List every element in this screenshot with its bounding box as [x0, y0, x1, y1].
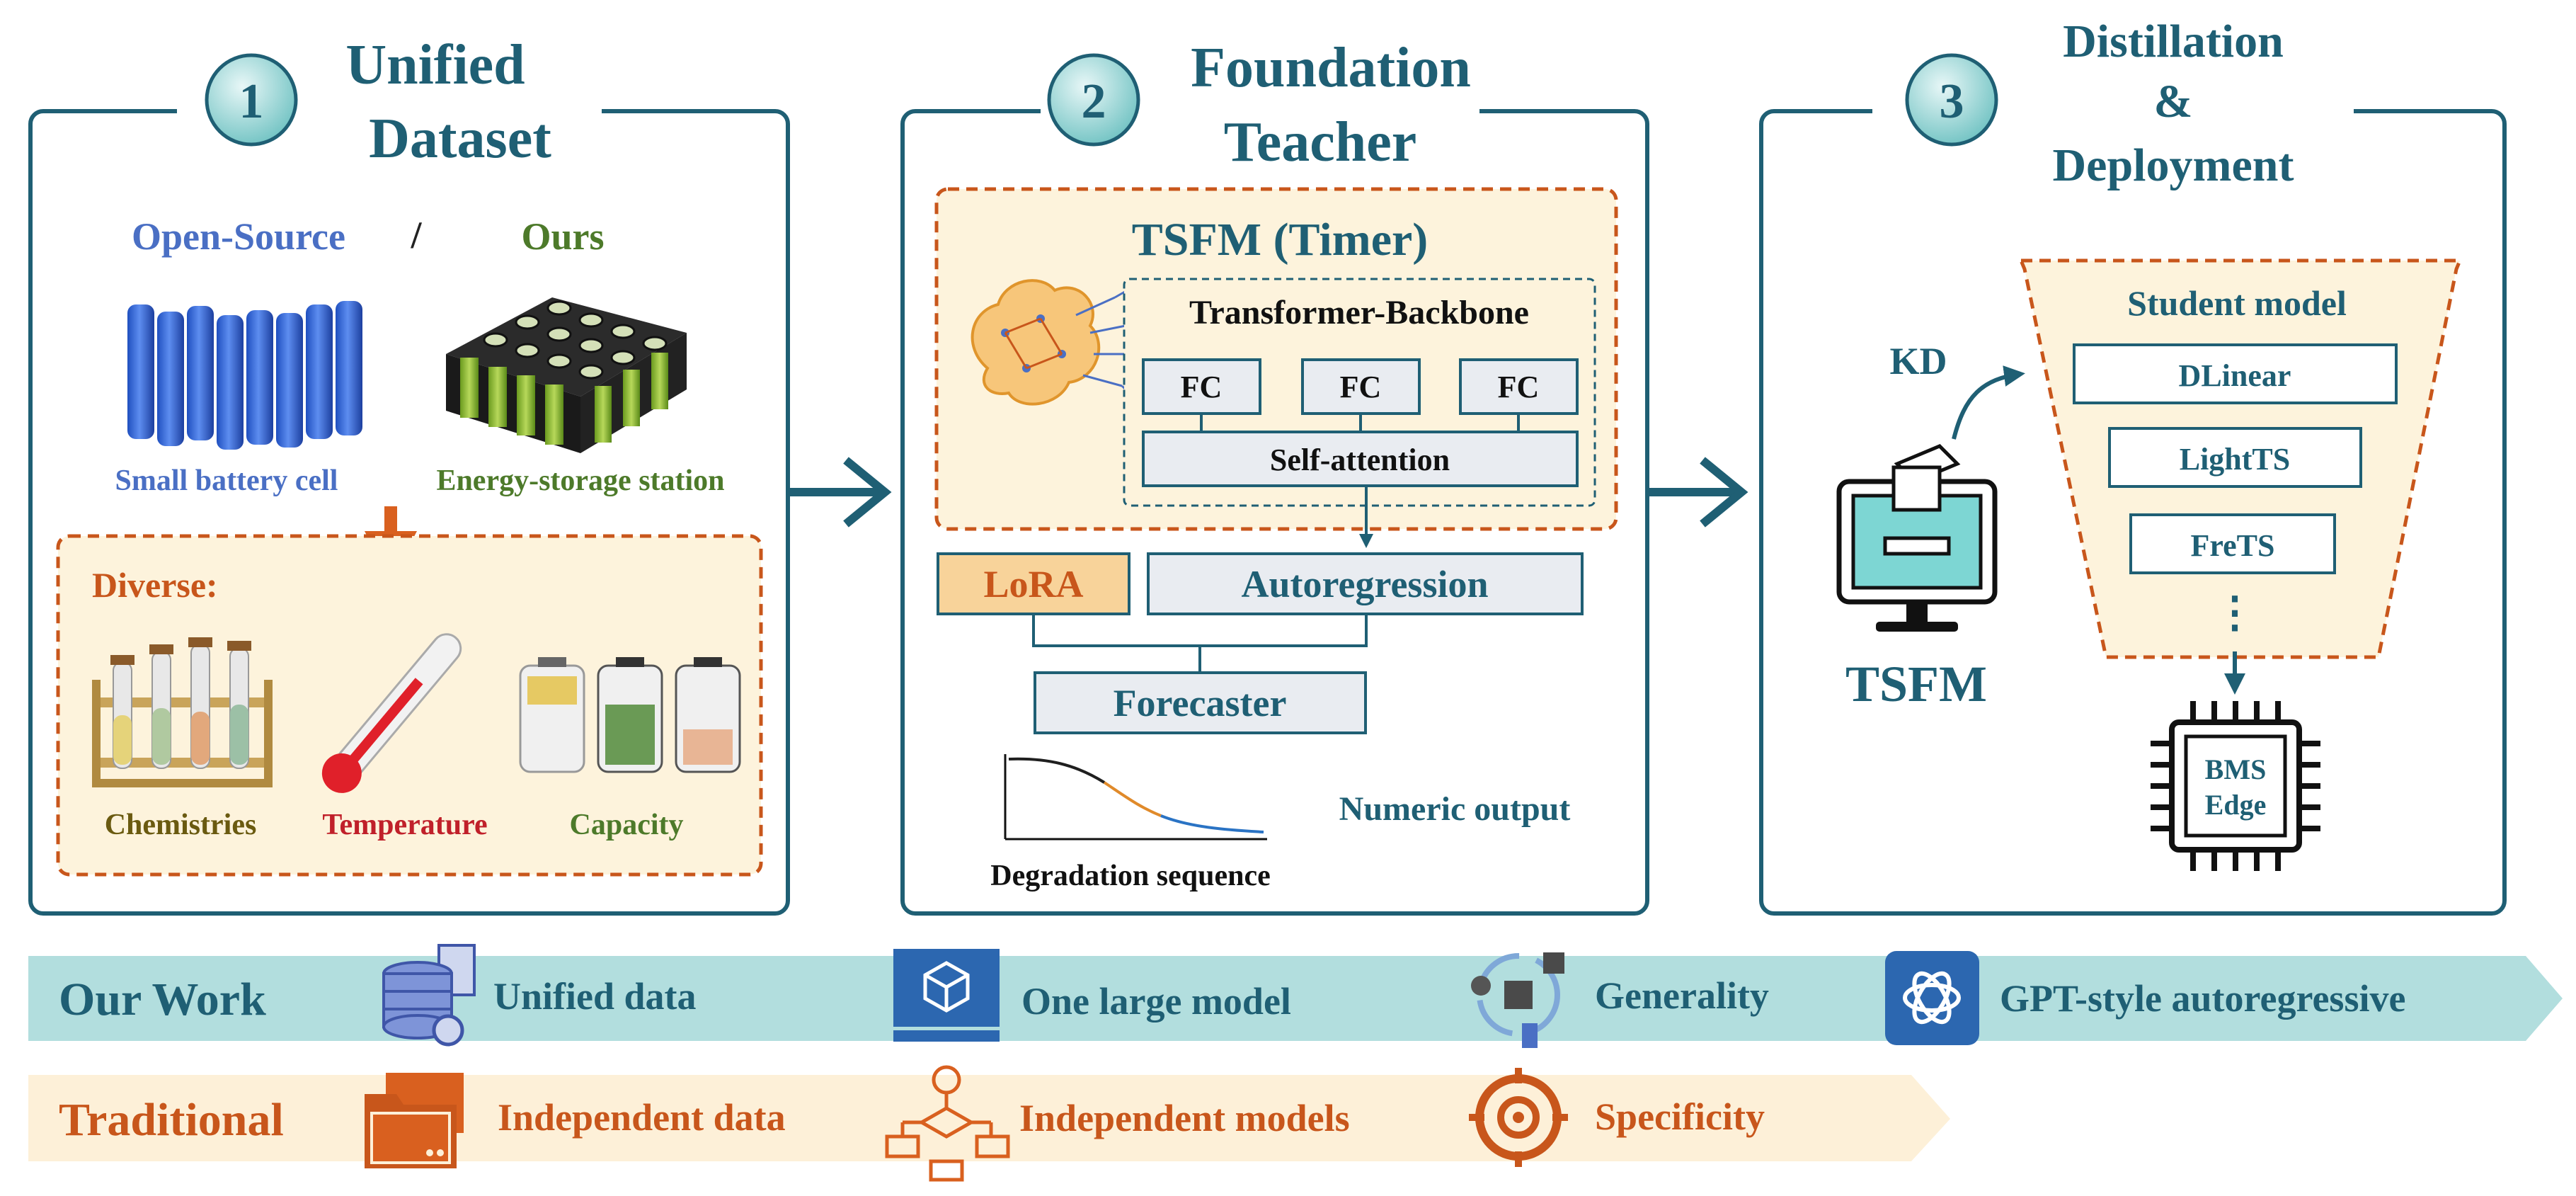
panel1-title-line1: Unified — [345, 34, 525, 96]
fc-label-3: FC — [1498, 370, 1540, 404]
degradation-sequence-caption: Degradation sequence — [990, 860, 1270, 892]
energy-storage-station-image — [446, 297, 687, 453]
small-battery-cells-image — [127, 301, 362, 450]
panel3-number-badge: 3 — [1905, 53, 1998, 147]
panel3-title-line3: Deployment — [2053, 139, 2294, 191]
our-work-item-generality: Generality — [1595, 974, 1769, 1017]
panel-foundation-teacher: 2 Foundation Teacher TSFM (Timer) — [900, 37, 1649, 916]
fc-connectors — [1200, 414, 1520, 432]
panel-unified-dataset: 1 Unified Dataset Open-Source / Ours — [28, 34, 790, 916]
panel3-title-line1: Distillation — [2063, 16, 2284, 67]
ours-label: Ours — [521, 215, 604, 258]
separator-slash: / — [410, 214, 422, 256]
tsfm-label: TSFM — [1845, 656, 1987, 712]
kd-arrow — [1952, 365, 2025, 440]
fc-block-1: FC — [1142, 358, 1261, 415]
database-icon — [382, 944, 476, 1047]
test-tubes-icon — [92, 637, 273, 787]
tsfm-monitor-icon — [1836, 444, 1998, 632]
panel2-title-line2: Teacher — [1224, 111, 1417, 173]
traditional-item-independent-data: Independent data — [498, 1096, 786, 1139]
lora-block: LoRA — [937, 552, 1130, 615]
fc-label-2: FC — [1340, 370, 1382, 404]
traditional-band: Traditional Independent data Independent… — [28, 1065, 1950, 1182]
fc-block-3: FC — [1459, 358, 1579, 415]
open-source-label: Open-Source — [132, 215, 345, 258]
numeric-output-label: Numeric output — [1339, 790, 1571, 828]
autoregression-label: Autoregression — [1242, 563, 1489, 605]
gpt-logo-icon — [1885, 951, 1979, 1045]
autoregression-block: Autoregression — [1147, 552, 1584, 615]
fc-block-2: FC — [1301, 358, 1421, 415]
student-model-title: Student model — [2127, 283, 2347, 323]
our-work-item-gpt-style: GPT-style autoregressive — [2000, 977, 2405, 1020]
folders-icon — [365, 1073, 464, 1168]
our-work-label: Our Work — [59, 974, 266, 1025]
student-lightts-label: LightTS — [2180, 442, 2291, 477]
merge-connector — [1032, 614, 1368, 673]
energy-storage-station-caption: Energy-storage station — [436, 465, 724, 497]
degradation-curve-plot — [1004, 754, 1267, 841]
panel2-number-badge: 2 — [1047, 53, 1140, 147]
panel3-title-line2: & — [2154, 76, 2193, 127]
our-work-item-one-large-model: One large model — [1021, 980, 1291, 1023]
fc-label-1: FC — [1181, 370, 1223, 404]
traditional-item-specificity: Specificity — [1595, 1095, 1765, 1138]
traditional-label: Traditional — [59, 1094, 284, 1146]
student-frets-block: FreTS — [2129, 513, 2336, 574]
tsfm-title: TSFM (Timer) — [1132, 214, 1429, 266]
chip-label-edge: Edge — [2205, 789, 2267, 821]
small-battery-cell-caption: Small battery cell — [115, 465, 338, 497]
target-icon — [1469, 1068, 1568, 1167]
student-frets-label: FreTS — [2191, 528, 2275, 563]
temperature-label: Temperature — [322, 809, 487, 841]
monitor-cube-icon — [893, 949, 1000, 1042]
arrow-panel2-to-panel3 — [1647, 457, 1748, 528]
traditional-item-independent-models: Independent models — [1019, 1097, 1350, 1139]
forecaster-block: Forecaster — [1034, 671, 1367, 734]
panel1-number-badge: 1 — [205, 53, 298, 147]
flowchart-gear-icon — [885, 1065, 1010, 1182]
our-work-item-unified-data: Unified data — [493, 975, 697, 1018]
lora-label: LoRA — [983, 563, 1083, 605]
panel1-number: 1 — [239, 74, 264, 129]
forecaster-label: Forecaster — [1114, 682, 1287, 724]
chip-label-bms: BMS — [2205, 753, 2267, 785]
traditional-ribbon — [28, 1075, 1950, 1161]
student-ellipsis: ⋮ — [2214, 589, 2256, 636]
panel2-title-line1: Foundation — [1191, 37, 1471, 99]
panel1-title-line2: Dataset — [369, 108, 551, 170]
our-work-band: Our Work Unified data One large model — [28, 944, 2563, 1048]
student-lightts-block: LightTS — [2108, 427, 2362, 488]
capacity-batteries-icon — [519, 657, 741, 773]
capacity-label: Capacity — [570, 809, 684, 841]
diverse-label: Diverse: — [92, 565, 218, 605]
self-attention-label: Self-attention — [1270, 443, 1450, 477]
panel2-number: 2 — [1082, 74, 1106, 129]
self-attention-block: Self-attention — [1142, 431, 1579, 487]
panel-distillation-deployment: 3 Distillation & Deployment Student mode… — [1759, 16, 2507, 916]
student-dlinear-label: DLinear — [2179, 358, 2291, 393]
bms-edge-chip-icon: BMS Edge — [2151, 701, 2320, 871]
thermometer-icon — [321, 633, 462, 793]
generality-cycle-icon — [1471, 952, 1564, 1048]
student-dlinear-block: DLinear — [2073, 343, 2398, 404]
chemistries-label: Chemistries — [105, 809, 257, 841]
panel3-number: 3 — [1940, 74, 1964, 129]
arrow-panel1-to-panel2 — [788, 457, 892, 528]
kd-label: KD — [1890, 340, 1947, 382]
transformer-backbone-label: Transformer-Backbone — [1189, 294, 1529, 331]
